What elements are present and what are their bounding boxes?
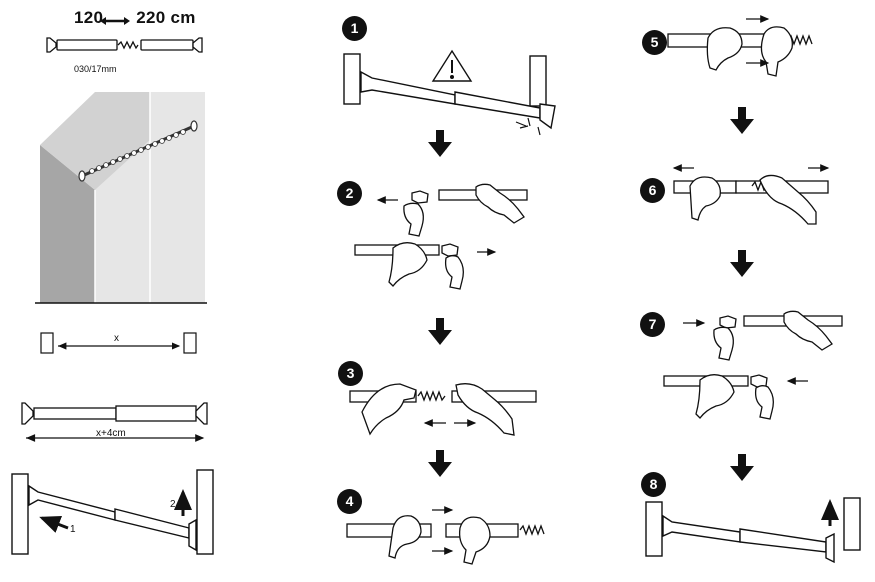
diameter-label: 030/17mm	[74, 64, 117, 74]
measure-rod-drawing	[21, 402, 208, 442]
rod-parts-drawing	[46, 37, 203, 53]
measure-x-drawing	[40, 332, 197, 354]
step-6-drawing	[672, 164, 830, 225]
install-diagram-drawing	[11, 469, 214, 555]
step-8-badge: 8	[641, 472, 666, 497]
down-arrow-icon	[730, 107, 754, 481]
step-6-badge: 6	[640, 178, 665, 203]
size-range-label: 120 220 cm	[74, 8, 196, 28]
step-5-badge: 5	[642, 30, 667, 55]
step-4-badge: 4	[337, 489, 362, 514]
step-3-drawing	[349, 383, 537, 436]
step-3-badge: 3	[338, 361, 363, 386]
step-5-drawing	[667, 15, 813, 77]
x-plus-measure-label: x+4cm	[96, 428, 126, 439]
x-measure-label: x	[114, 333, 119, 344]
step-1-drawing	[343, 49, 556, 136]
install-arrow-1-label: 1	[70, 524, 76, 535]
size-range-arrow-icon	[100, 17, 130, 25]
down-arrow-icon	[428, 130, 452, 477]
step-8-drawing	[645, 497, 861, 564]
install-arrow-2-label: 2	[170, 499, 176, 510]
size-min-label: 120	[74, 8, 104, 27]
warning-triangle-icon	[431, 49, 473, 82]
step-2-drawing	[354, 183, 528, 290]
step-4-drawing	[346, 506, 545, 565]
shower-corner-drawing	[35, 92, 207, 304]
step-2-badge: 2	[337, 181, 362, 206]
size-max-label: 220 cm	[136, 8, 196, 27]
step-7-badge: 7	[640, 312, 665, 337]
step-7-drawing	[663, 310, 843, 420]
step-1-badge: 1	[342, 16, 367, 41]
